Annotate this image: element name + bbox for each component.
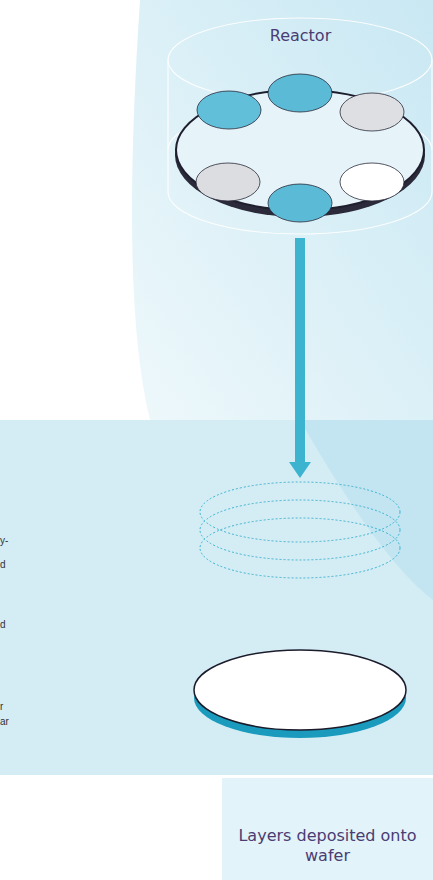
cut-text-fragment: d (0, 619, 6, 631)
cut-text-fragment: y- (0, 535, 8, 547)
reactor: Reactor (168, 14, 433, 238)
cut-text-fragment: d (0, 559, 6, 571)
top-ground (132, 0, 433, 420)
flow-arrow (289, 238, 311, 478)
layer-outlines (200, 482, 400, 578)
cut-text-fragment: r (0, 701, 3, 713)
wafer (194, 650, 406, 730)
lower-panel (0, 420, 433, 775)
node-label: Reactor (182, 26, 419, 46)
wafer-stage: Layers deposited onto wafer (222, 478, 433, 880)
platter-wafers (196, 74, 404, 222)
caption-panel (222, 778, 433, 880)
cut-text-fragment: ar (0, 716, 9, 728)
node-label: Layers deposited onto wafer (236, 826, 419, 866)
panel-shade (300, 420, 433, 600)
reactor-cylinder (168, 18, 432, 234)
